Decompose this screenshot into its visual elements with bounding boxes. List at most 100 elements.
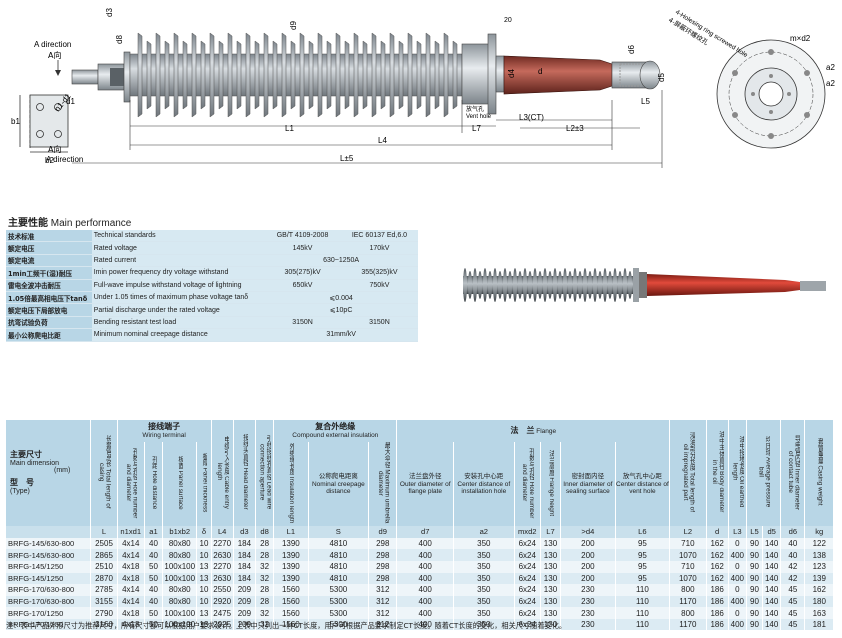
value-cell: 6x24 bbox=[514, 537, 541, 550]
value-cell: 6x24 bbox=[514, 584, 541, 596]
model-cell: BRFG-145/1250 bbox=[6, 572, 92, 585]
symbol-cell: L2 bbox=[669, 526, 707, 538]
hdr-a1: 孔距 Hole distance bbox=[150, 456, 157, 510]
value-cell: 2505 bbox=[90, 537, 118, 550]
a-dir-cn-bottom: A向 bbox=[48, 144, 61, 154]
hdr-a2-cn: 安装孔中心距 bbox=[464, 472, 504, 481]
value-cell: 209 bbox=[233, 595, 257, 608]
value-cell: 90 bbox=[746, 572, 764, 585]
value-cell: 400 bbox=[396, 537, 454, 550]
value-cell: 298 bbox=[368, 537, 398, 550]
value-cell: 162 bbox=[706, 560, 729, 573]
symbol-cell: a2 bbox=[453, 526, 515, 538]
value-cell: 400 bbox=[728, 618, 747, 631]
value-cell: 2790 bbox=[90, 607, 118, 619]
performance-label-en: Under 1.05 times of maximum phase voltag… bbox=[91, 291, 265, 305]
value-cell: 122 bbox=[804, 537, 834, 550]
hdr-flange-en: Flange bbox=[536, 427, 557, 435]
value-cell: 162 bbox=[706, 537, 729, 550]
performance-label-cn: 抗弯试验负荷 bbox=[6, 316, 92, 330]
value-cell: 2865 bbox=[90, 549, 118, 561]
hdr-L2: 浸油部分长度 Total length of oil impregnated p… bbox=[681, 432, 695, 512]
hdr-d3: 接线头直径 Head diameter bbox=[241, 434, 248, 510]
symbol-cell: d bbox=[706, 526, 729, 538]
model-cell: BRFG-145/1250 bbox=[6, 560, 92, 573]
value-cell: 100x100 bbox=[162, 607, 198, 619]
value-cell: 298 bbox=[368, 549, 398, 561]
symbol-cell: d5 bbox=[762, 526, 782, 538]
value-cell: 230 bbox=[560, 618, 616, 631]
value-cell: 90 bbox=[746, 549, 764, 561]
value-cell: 2270 bbox=[211, 560, 234, 573]
value-cell: 45 bbox=[780, 618, 806, 631]
value-cell: 4810 bbox=[308, 549, 370, 561]
value-cell: 90 bbox=[746, 560, 764, 573]
hdr-wiring-en: Wiring terminal bbox=[142, 431, 186, 439]
symbol-cell: L6 bbox=[615, 526, 671, 538]
performance-label-en: Bending resistant test load bbox=[91, 316, 265, 330]
hdr-ext-en: Compound external insulation bbox=[292, 431, 379, 439]
performance-label-en: Imin power frequency dry voltage withsta… bbox=[91, 266, 265, 280]
performance-label-en: Minimum nominal creepage distance bbox=[91, 328, 265, 342]
value-cell: 2920 bbox=[211, 595, 234, 608]
value-cell: 110 bbox=[615, 584, 671, 596]
value-cell: 32 bbox=[255, 618, 275, 631]
value-cell: 140 bbox=[762, 549, 782, 561]
performance-value-170kv: 3150N bbox=[340, 316, 418, 330]
value-cell: 90 bbox=[746, 584, 764, 596]
value-cell: 200 bbox=[560, 572, 616, 585]
value-cell: 2475 bbox=[211, 607, 234, 619]
value-cell: 130 bbox=[540, 537, 562, 550]
dim-d3: d3 bbox=[105, 8, 114, 17]
hdr-d: 油中主体直径 Body diameter in the oil bbox=[711, 431, 724, 513]
dim-d4: d4 bbox=[507, 69, 516, 78]
value-cell: 209 bbox=[233, 618, 257, 631]
value-cell: 2870 bbox=[90, 572, 118, 585]
hdr-L6-cn: 放气孔中心距 bbox=[622, 472, 662, 481]
value-cell: 123 bbox=[804, 560, 834, 573]
value-cell: 400 bbox=[728, 549, 747, 561]
value-cell: 0 bbox=[728, 560, 747, 573]
bushing-drawing: b1 b2 n1-d1 d1 A direction A向 A向 A direc… bbox=[11, 8, 835, 168]
value-cell: 95 bbox=[615, 560, 671, 573]
value-cell: 209 bbox=[233, 607, 257, 619]
value-cell: 350 bbox=[453, 549, 515, 561]
dim-L1: L1 bbox=[285, 124, 294, 133]
symbol-cell: L1 bbox=[273, 526, 309, 538]
dim-L4: L4 bbox=[378, 136, 387, 145]
vent-hole-cn: 放气孔 bbox=[466, 105, 484, 113]
value-cell: 50 bbox=[144, 560, 164, 573]
value-cell: 139 bbox=[804, 572, 834, 585]
symbol-cell: L bbox=[90, 526, 118, 538]
value-cell: 1560 bbox=[273, 607, 309, 619]
performance-title: 主要性能 Main performance bbox=[8, 214, 131, 229]
performance-value-145kv: GB/T 4109-2008 bbox=[264, 230, 341, 243]
terminal-detail bbox=[19, 94, 69, 153]
hdr-delta: 板厚 Panel thickness bbox=[201, 453, 208, 513]
value-cell: 1170 bbox=[669, 618, 707, 631]
value-cell: 100x100 bbox=[162, 572, 198, 585]
dim-a2b: a2 bbox=[826, 79, 835, 88]
symbol-cell bbox=[6, 526, 92, 538]
a-direction-label-bottom: A direction bbox=[46, 155, 83, 164]
value-cell: 800 bbox=[669, 607, 707, 619]
value-cell: 400 bbox=[396, 560, 454, 573]
value-cell: 110 bbox=[615, 595, 671, 608]
value-cell: 40 bbox=[144, 537, 164, 550]
symbol-cell: S bbox=[308, 526, 370, 538]
value-cell: 90 bbox=[746, 595, 764, 608]
value-cell: 400 bbox=[396, 618, 454, 631]
value-cell: 184 bbox=[233, 537, 257, 550]
value-cell: 130 bbox=[540, 572, 562, 585]
value-cell: 400 bbox=[728, 595, 747, 608]
value-cell: 13 bbox=[196, 607, 212, 619]
value-cell: 298 bbox=[368, 572, 398, 585]
value-cell: 6x24 bbox=[514, 560, 541, 573]
value-cell: 200 bbox=[560, 549, 616, 561]
